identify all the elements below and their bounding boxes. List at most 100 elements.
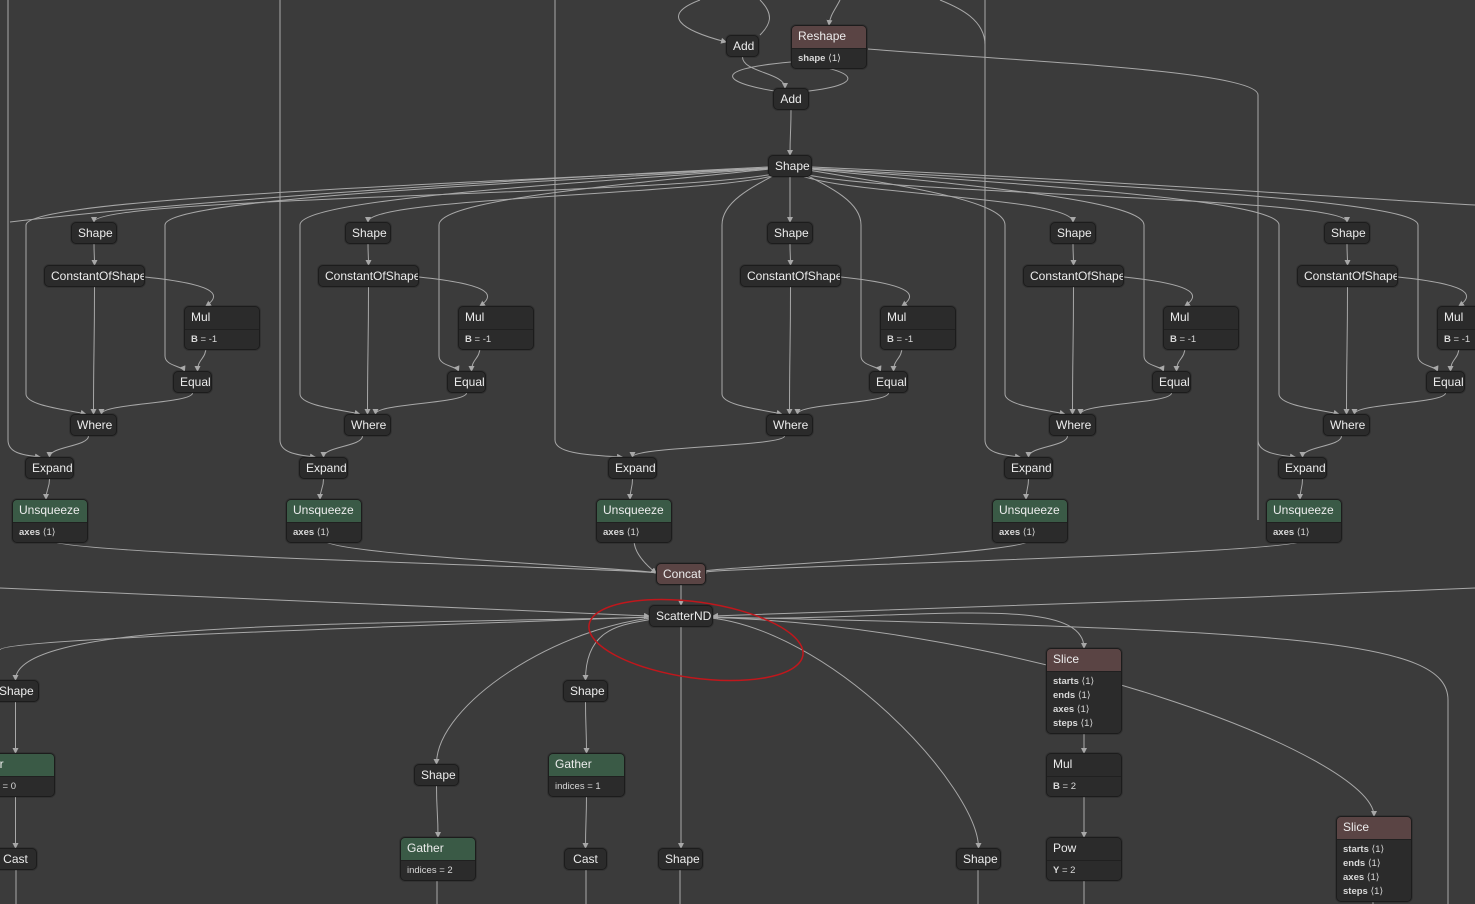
node-attribute: B = -1: [1444, 334, 1471, 345]
node-bshape5[interactable]: Shape: [956, 848, 1001, 870]
node-bcast3[interactable]: Cast: [564, 848, 607, 870]
node-bgather3[interactable]: Gather indices = 1: [548, 753, 625, 797]
graph-edge: [0, 616, 650, 651]
node-op-label: Slice: [1047, 649, 1121, 671]
node-eq2[interactable]: Equal: [447, 371, 486, 393]
node-op-label: Slice: [1337, 817, 1411, 839]
node-bgather2[interactable]: Gather indices = 2: [400, 837, 476, 881]
node-op-label: Shape: [665, 852, 700, 866]
graph-edge: [789, 166, 1439, 372]
node-bcast_l[interactable]: Cast: [0, 848, 37, 870]
red-circle-annotation: [588, 598, 804, 682]
node-attribute: steps ⟨1⟩: [1343, 886, 1384, 897]
graph-edge: [46, 435, 89, 458]
node-ex1[interactable]: Expand: [25, 457, 74, 479]
node-attribute: axes ⟨1⟩: [999, 527, 1036, 538]
node-s5[interactable]: Shape: [1324, 222, 1370, 244]
node-op-label: ConstantOfShape: [51, 269, 145, 283]
graph-edge: [712, 616, 1449, 904]
node-ex5[interactable]: Expand: [1278, 457, 1327, 479]
node-shape_top[interactable]: Shape: [768, 155, 812, 177]
graph-edge: [1344, 243, 1351, 266]
node-s2[interactable]: Shape: [345, 222, 391, 244]
graph-edge: [90, 286, 97, 415]
graph-edge: [787, 243, 794, 266]
node-wh5[interactable]: Where: [1323, 414, 1370, 436]
node-op-label: Expand: [1285, 461, 1326, 475]
node-bshape2[interactable]: Shape: [414, 764, 459, 786]
graph-edge: [700, 539, 1031, 576]
node-attribute: ends ⟨1⟩: [1053, 690, 1091, 701]
node-bgather_l[interactable]: ther ices = 0: [0, 753, 55, 797]
graph-edge: [786, 286, 793, 415]
node-cos2[interactable]: ConstantOfShape: [318, 265, 419, 287]
graph-edge: [759, 0, 770, 36]
graph-edge: [320, 435, 363, 458]
node-cos4[interactable]: ConstantOfShape: [1023, 265, 1124, 287]
node-attribute: indices = 2: [407, 865, 453, 876]
node-eq1[interactable]: Equal: [173, 371, 212, 393]
node-bshape4[interactable]: Shape: [658, 848, 703, 870]
node-op-label: Where: [77, 418, 113, 432]
node-s4[interactable]: Shape: [1050, 222, 1096, 244]
node-wh2[interactable]: Where: [344, 414, 391, 436]
node-bshape3[interactable]: Shape: [563, 680, 608, 702]
graph-edge: [1077, 392, 1172, 415]
graph-edge: [984, 0, 1021, 460]
node-op-label: ther: [0, 754, 54, 776]
node-attribute: axes ⟨1⟩: [293, 527, 330, 538]
node-attribute: Y = 2: [1053, 865, 1076, 876]
node-add2[interactable]: Add: [773, 88, 809, 110]
node-wh1[interactable]: Where: [70, 414, 117, 436]
node-bshape_l[interactable]: Shape: [0, 680, 39, 702]
node-s1[interactable]: Shape: [71, 222, 117, 244]
node-s3[interactable]: Shape: [767, 222, 813, 244]
node-eq4[interactable]: Equal: [1152, 371, 1191, 393]
node-scatter[interactable]: ScatterND: [649, 605, 713, 627]
node-op-label: Equal: [454, 375, 485, 389]
node-cos3[interactable]: ConstantOfShape: [740, 265, 841, 287]
node-attribute: axes ⟨1⟩: [1053, 704, 1090, 715]
graph-edge: [433, 616, 662, 765]
node-wh3[interactable]: Where: [766, 414, 813, 436]
graph-edge: [468, 346, 481, 372]
node-wh4[interactable]: Where: [1049, 414, 1096, 436]
node-op-label: Shape: [78, 226, 113, 240]
graph-edge: [364, 286, 371, 415]
graph-edge: [712, 587, 1475, 619]
node-eq5[interactable]: Equal: [1426, 371, 1465, 393]
node-op-label: Shape: [570, 684, 605, 698]
node-ex4[interactable]: Expand: [1004, 457, 1053, 479]
node-attribute: ices = 0: [0, 781, 17, 792]
graph-edge: [787, 109, 794, 156]
node-ex2[interactable]: Expand: [299, 457, 348, 479]
node-op-label: Cast: [3, 852, 28, 866]
node-ex3[interactable]: Expand: [608, 457, 657, 479]
graph-edge: [0, 587, 650, 619]
graph-edge: [91, 243, 98, 266]
node-op-label: Unsqueeze: [597, 500, 671, 522]
node-eq3[interactable]: Equal: [869, 371, 908, 393]
node-op-label: Reshape: [792, 26, 866, 48]
graph-edge: [1123, 276, 1193, 307]
node-concat[interactable]: Concat: [656, 563, 706, 585]
node-add1[interactable]: Add: [726, 35, 759, 57]
node-cos5[interactable]: ConstantOfShape: [1297, 265, 1398, 287]
node-cos1[interactable]: ConstantOfShape: [44, 265, 145, 287]
node-op-label: Shape: [0, 684, 34, 698]
